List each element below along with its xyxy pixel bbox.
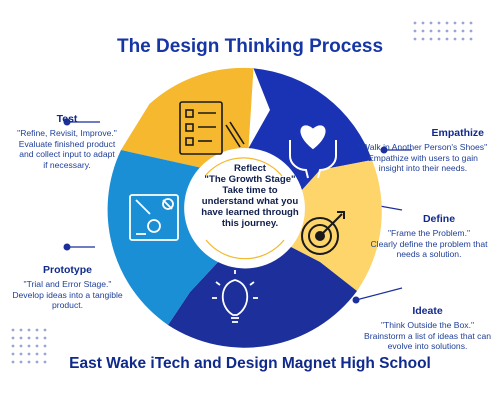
checklist-icon (179, 101, 245, 155)
test-connector-dot (63, 118, 71, 126)
prototype-connector-dot (63, 243, 71, 251)
ideate-segment (168, 247, 357, 348)
empathize-description: Empathize with users to gain (368, 152, 478, 163)
target-icon (301, 211, 345, 255)
heart-hands-icon (289, 125, 337, 179)
define-description: needs a solution. (396, 249, 462, 259)
empathize-heading: Empathize (431, 127, 484, 139)
school-name: East Wake iTech and Design Magnet High S… (69, 355, 431, 372)
define-block: Define "Frame the Problem." Clearly defi… (360, 213, 498, 260)
empathize-description: insight into their needs. (378, 163, 468, 173)
reflect-line: this journey. (221, 218, 279, 229)
reflect-subtitle: "The Growth Stage" (204, 174, 296, 185)
reflect-arrow-top (204, 157, 283, 177)
empathize-connector-dot (380, 146, 388, 154)
ideate-description: evolve into solutions. (387, 341, 468, 351)
ideate-heading: Ideate (412, 305, 443, 317)
reflect-circle (187, 150, 303, 266)
test-description: and collect input to adapt (19, 149, 115, 159)
ideate-connector (355, 287, 403, 301)
test-block: Test "Refine, Revisit, Improve." Evaluat… (8, 113, 126, 170)
empathize-quote: "Walk in Another Person's Shoes" (358, 142, 488, 152)
reflect-heading: Reflect (234, 163, 266, 174)
define-segment (291, 160, 382, 291)
decorative-dots-bottom (11, 328, 47, 364)
reflect-text: Reflect "The Growth Stage" Take time to … (190, 163, 310, 229)
prototype-description: product. (51, 300, 84, 310)
ideate-connector-dot (352, 296, 360, 304)
test-heading: Test (56, 113, 78, 125)
empathize-block: Empathize "Walk in Another Person's Shoe… (348, 127, 498, 174)
reflect-line: Take time to (222, 185, 278, 196)
decorative-dots-top (413, 21, 473, 41)
prototype-block: Prototype "Trial and Error Stage." Devel… (5, 264, 130, 311)
ideate-description: Brainstorm a list of ideas that can (363, 330, 492, 341)
prototype-heading: Prototype (42, 264, 92, 276)
reflect-line: understand what you (201, 196, 299, 207)
test-quote: "Refine, Revisit, Improve." (17, 128, 117, 138)
reflect-arrow-bottom (205, 239, 285, 260)
ideate-quote: "Think Outside the Box." (380, 320, 475, 330)
define-description: Clearly define the problem that (370, 238, 488, 249)
blueprint-icon (129, 194, 179, 241)
test-description: Evaluate finished product (18, 138, 116, 149)
test-description: if necessary. (43, 159, 91, 170)
reflect-line: have learned through (201, 207, 299, 218)
prototype-segment (107, 150, 218, 325)
ideate-block: Ideate "Think Outside the Box." Brainsto… (355, 305, 500, 352)
define-quote: "Frame the Problem." (387, 228, 471, 238)
lightbulb-icon (212, 270, 258, 323)
prototype-quote: "Trial and Error Stage." (23, 279, 112, 289)
prototype-description: Develop ideas into a tangible (12, 289, 123, 300)
define-heading: Define (422, 213, 456, 225)
page-title: The Design Thinking Process (116, 36, 384, 57)
